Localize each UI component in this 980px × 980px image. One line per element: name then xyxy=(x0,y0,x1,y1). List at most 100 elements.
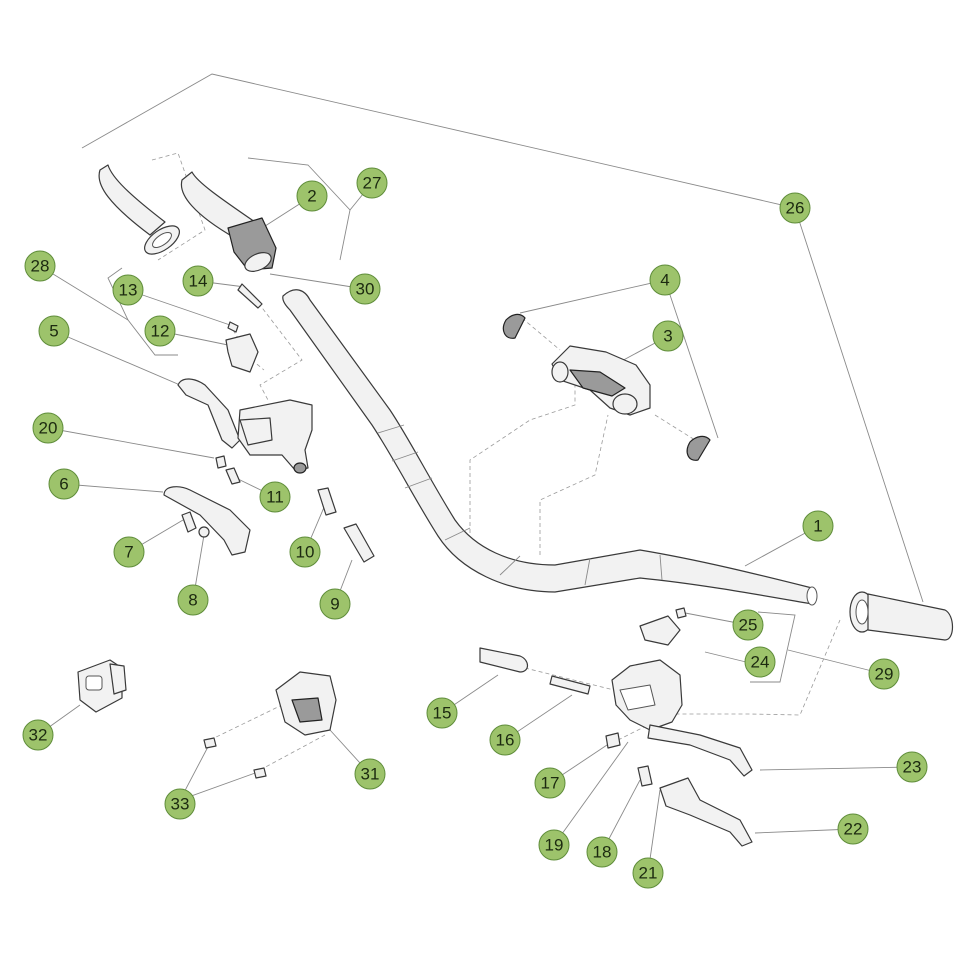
svg-text:28: 28 xyxy=(31,257,50,276)
assembly-guide-lines xyxy=(151,152,841,771)
bolt-18 xyxy=(637,765,653,787)
screw-33a xyxy=(203,737,217,749)
callout-23: 23 xyxy=(896,751,928,783)
svg-text:12: 12 xyxy=(151,322,170,341)
svg-text:9: 9 xyxy=(330,595,339,614)
spring-16 xyxy=(549,675,591,695)
callout-3: 3 xyxy=(652,320,684,352)
cable-clip-top xyxy=(502,313,526,339)
callout-33: 33 xyxy=(164,788,196,820)
left-grip xyxy=(98,164,180,255)
callout-26: 26 xyxy=(779,192,811,224)
right-grip xyxy=(849,591,954,641)
bolt-11 xyxy=(225,467,241,485)
screw-13 xyxy=(227,321,239,333)
svg-text:19: 19 xyxy=(545,836,564,855)
svg-text:25: 25 xyxy=(739,616,758,635)
pin-7 xyxy=(181,511,197,533)
callout-14: 14 xyxy=(182,265,214,297)
svg-text:22: 22 xyxy=(844,820,863,839)
washer-8 xyxy=(198,526,210,538)
handlebar-clamp xyxy=(551,345,651,416)
callout-13: 13 xyxy=(112,274,144,306)
svg-text:24: 24 xyxy=(751,653,770,672)
callout-27: 27 xyxy=(356,167,388,199)
callout-17: 17 xyxy=(534,767,566,799)
svg-text:32: 32 xyxy=(29,726,48,745)
brake-master-cylinder xyxy=(611,659,753,777)
svg-text:21: 21 xyxy=(639,864,658,883)
callout-24: 24 xyxy=(744,646,776,678)
piston-15 xyxy=(479,647,529,673)
callout-5: 5 xyxy=(38,315,70,347)
callout-11: 11 xyxy=(259,481,291,513)
svg-text:1: 1 xyxy=(813,517,822,536)
svg-text:8: 8 xyxy=(188,591,197,610)
svg-text:27: 27 xyxy=(363,174,382,193)
svg-text:30: 30 xyxy=(356,280,375,299)
callout-19: 19 xyxy=(538,829,570,861)
svg-text:14: 14 xyxy=(189,272,208,291)
svg-text:5: 5 xyxy=(49,322,58,341)
callout-32: 32 xyxy=(22,719,54,751)
screw-33b xyxy=(253,767,267,779)
svg-text:16: 16 xyxy=(496,731,515,750)
callout-31: 31 xyxy=(354,758,386,790)
svg-text:26: 26 xyxy=(786,199,805,218)
spring-10 xyxy=(317,487,337,516)
svg-text:11: 11 xyxy=(266,488,284,507)
screw-25 xyxy=(675,607,687,619)
pin-14 xyxy=(237,283,263,309)
svg-text:13: 13 xyxy=(119,281,138,300)
switch-housing xyxy=(275,671,337,736)
callout-6: 6 xyxy=(48,468,80,500)
callout-1: 1 xyxy=(802,510,834,542)
svg-text:6: 6 xyxy=(59,475,68,494)
svg-text:3: 3 xyxy=(663,327,672,346)
callout-18: 18 xyxy=(586,836,618,868)
throttle-grip xyxy=(180,171,277,272)
callout-16: 16 xyxy=(489,724,521,756)
callout-20: 20 xyxy=(32,412,64,444)
cable-clip-bottom xyxy=(686,435,711,461)
callout-29: 29 xyxy=(868,658,900,690)
svg-text:18: 18 xyxy=(593,843,612,862)
svg-text:31: 31 xyxy=(361,765,380,784)
callout-28: 28 xyxy=(24,250,56,282)
piston-9 xyxy=(343,523,375,563)
svg-text:15: 15 xyxy=(433,704,452,723)
callout-15: 15 xyxy=(426,697,458,729)
svg-text:7: 7 xyxy=(124,543,133,562)
callout-2: 2 xyxy=(296,180,328,212)
svg-text:23: 23 xyxy=(903,758,922,777)
svg-text:17: 17 xyxy=(541,774,560,793)
callout-9: 9 xyxy=(319,588,351,620)
lever-6 xyxy=(163,486,251,556)
bolt-17 xyxy=(605,732,621,749)
callout-30: 30 xyxy=(349,273,381,305)
clutch-master-cylinder xyxy=(177,378,313,474)
svg-text:33: 33 xyxy=(171,795,190,814)
svg-text:20: 20 xyxy=(39,419,58,438)
kill-switch xyxy=(77,659,127,713)
svg-text:29: 29 xyxy=(875,665,894,684)
callout-10: 10 xyxy=(289,536,321,568)
callout-22: 22 xyxy=(837,813,869,845)
handlebar xyxy=(282,289,818,606)
parts xyxy=(77,164,954,847)
callout-8: 8 xyxy=(177,584,209,616)
callout-25: 25 xyxy=(732,609,764,641)
lever-22 xyxy=(659,777,753,847)
svg-text:2: 2 xyxy=(307,187,316,206)
svg-text:10: 10 xyxy=(296,543,315,562)
svg-text:4: 4 xyxy=(660,271,669,290)
callouts: 1 2 3 4 5 6 7 8 9 10 11 12 13 14 15 16 1… xyxy=(22,167,928,889)
reservoir-cap-right xyxy=(639,615,681,646)
screw-20 xyxy=(215,455,227,469)
callout-7: 7 xyxy=(113,536,145,568)
callout-21: 21 xyxy=(632,857,664,889)
callout-4: 4 xyxy=(649,264,681,296)
callout-12: 12 xyxy=(144,315,176,347)
reservoir-cap-left xyxy=(225,333,259,373)
